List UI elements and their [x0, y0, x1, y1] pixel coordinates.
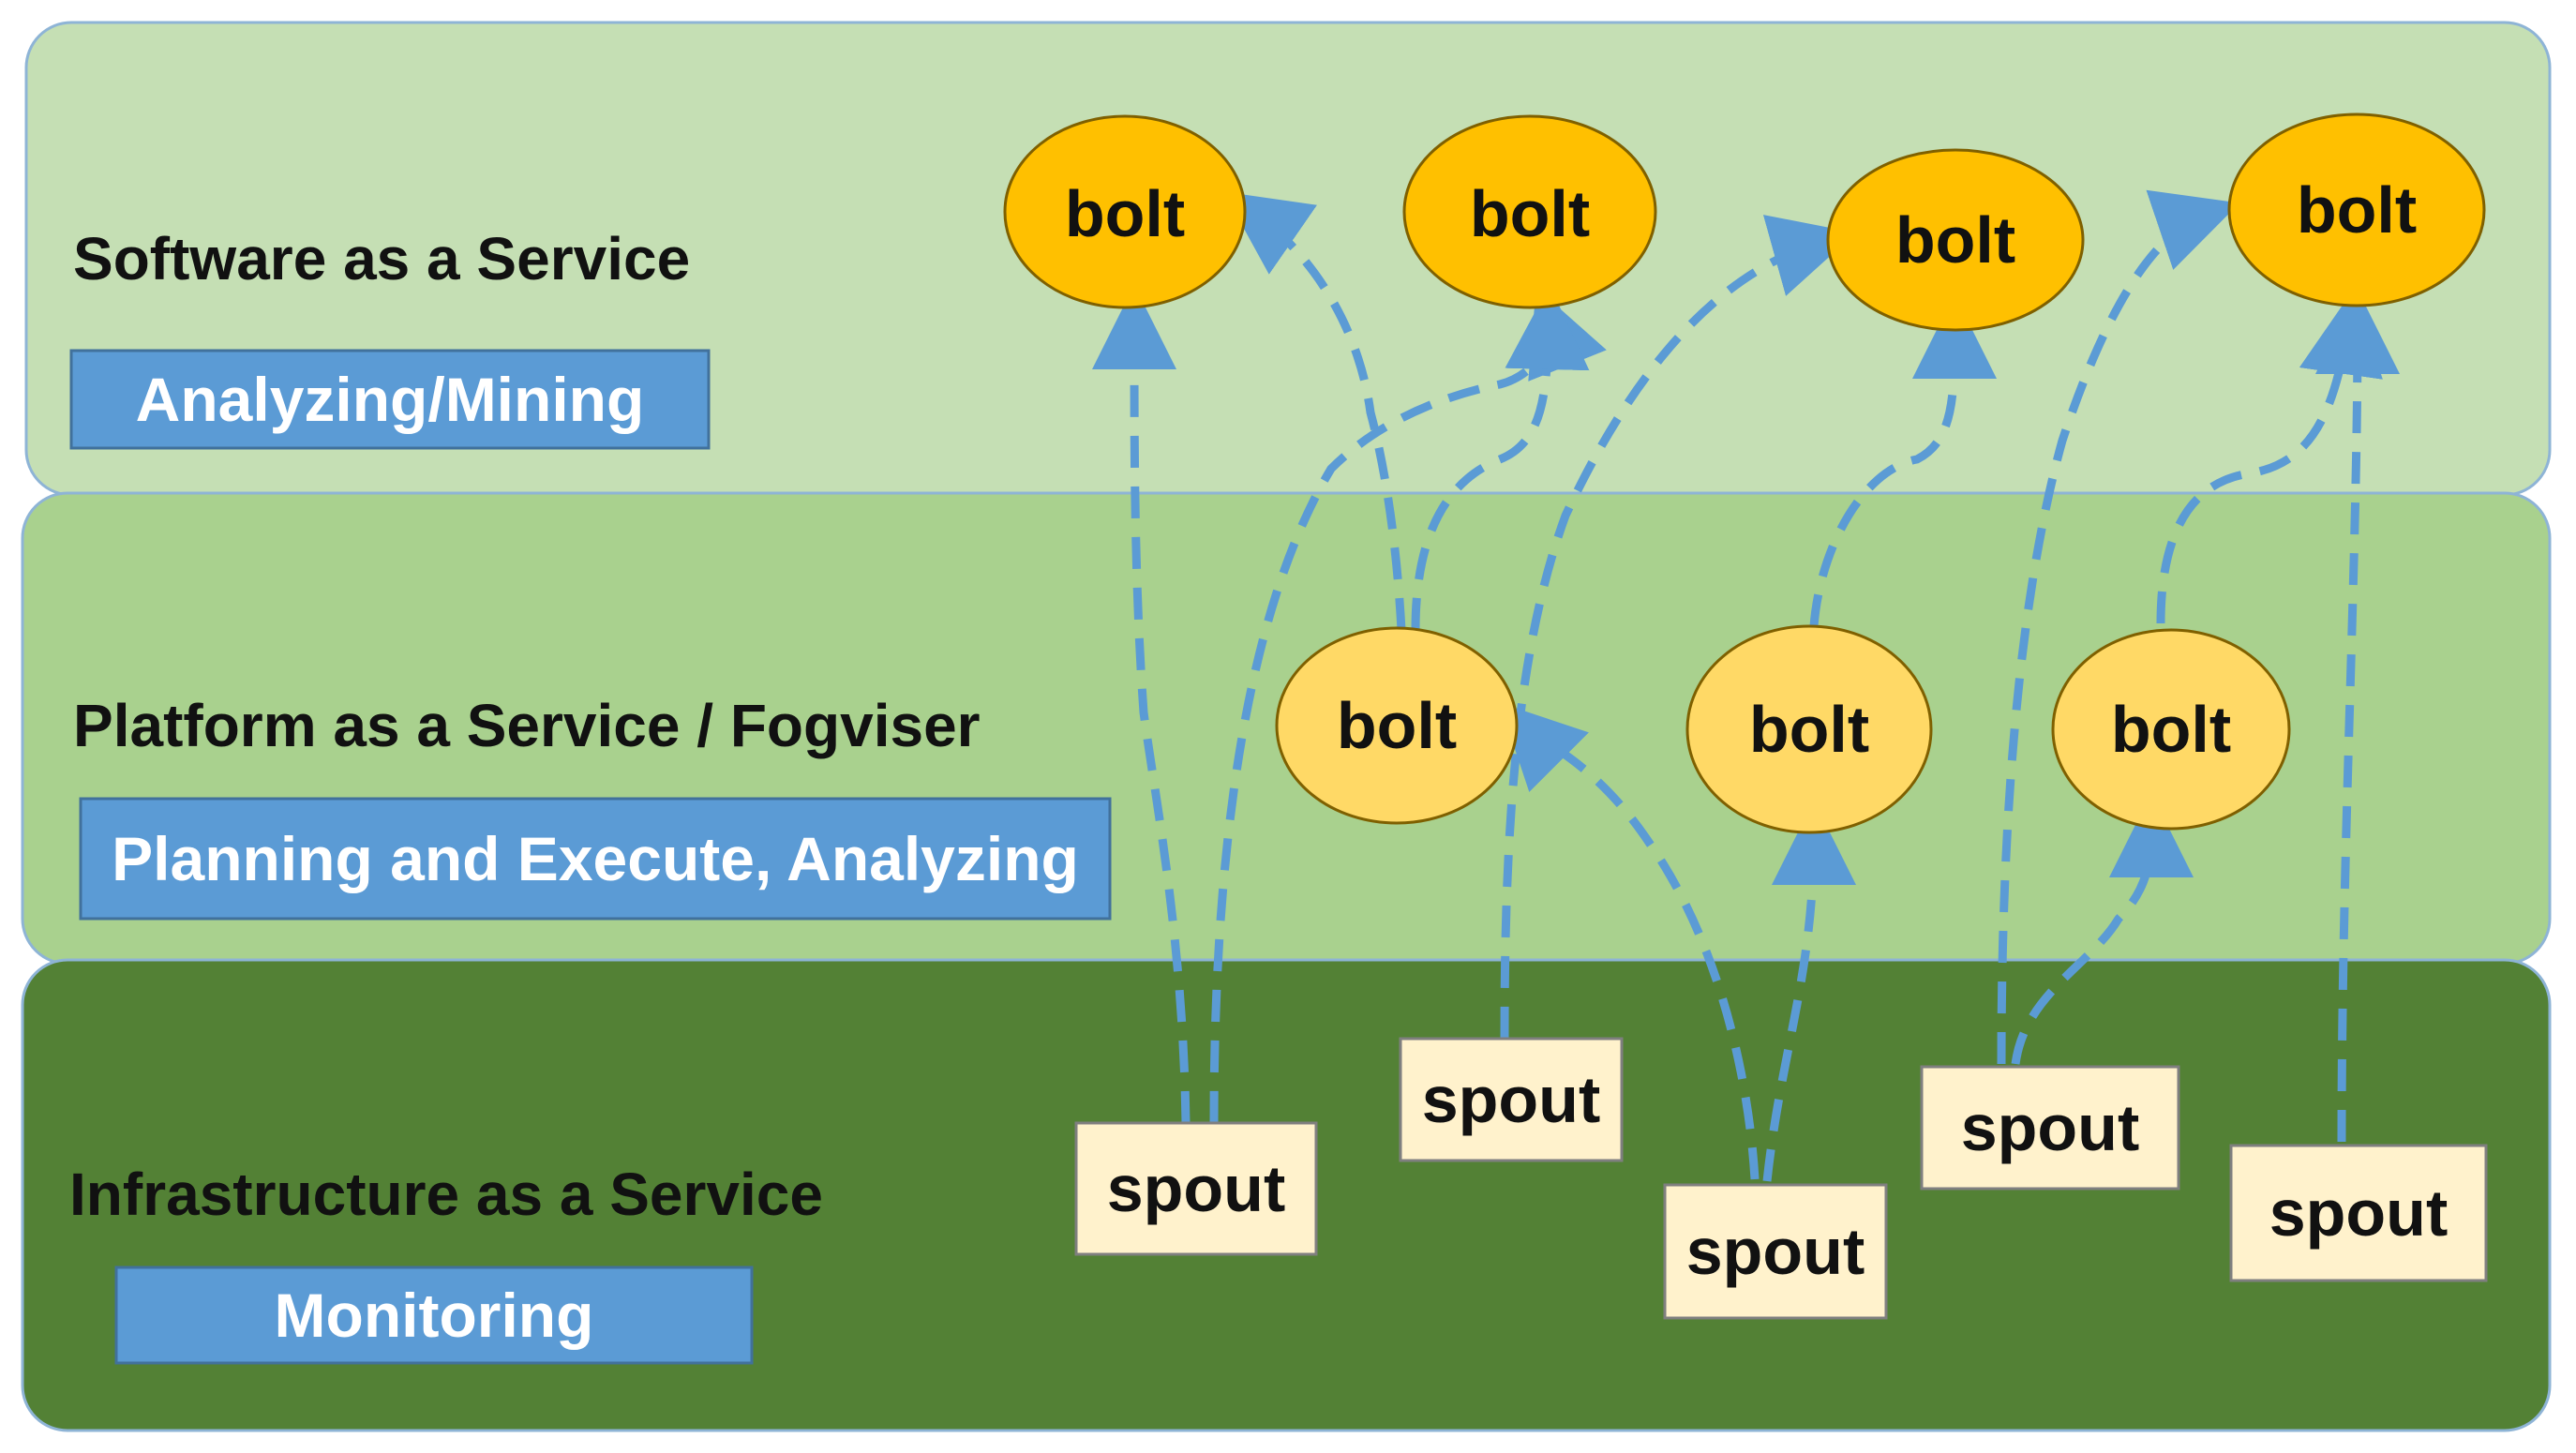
paas-bolt-3: bolt — [2051, 628, 2291, 831]
arrow-spout4-to-saas-bolt4 — [1997, 189, 2240, 1065]
spout-2-label: spout — [1422, 1063, 1601, 1136]
arrow-paas-bolt3-to-saas-bolt4 — [2156, 290, 2383, 624]
saas-role-box — [69, 349, 711, 450]
saas-bolt-3: bolt — [1826, 148, 2085, 332]
iaas-role-label: Monitoring — [275, 1281, 594, 1350]
paas-role-box — [79, 797, 1112, 921]
spout-3: spout — [1663, 1183, 1888, 1320]
saas-bolt-1-label: bolt — [1065, 177, 1185, 250]
spout-3-label: spout — [1686, 1215, 1865, 1288]
spout-5: spout — [2229, 1144, 2488, 1282]
dataflow-arrows — [1092, 189, 2400, 1182]
arrow-spout4-to-paas-bolt3 — [2011, 793, 2194, 1065]
arrow-spout5-to-saas-bolt4 — [2314, 290, 2400, 1143]
saas-bolt-4: bolt — [2227, 112, 2486, 307]
saas-bolt-3-label: bolt — [1895, 203, 2015, 277]
spout-5-label: spout — [2269, 1176, 2449, 1250]
saas-bolt-2-label: bolt — [1470, 177, 1590, 250]
saas-bolt-4-label: bolt — [2297, 173, 2417, 247]
spout-1: spout — [1074, 1121, 1318, 1256]
arrow-paas-bolt1-to-saas-bolt1 — [1223, 191, 1406, 631]
spout-2: spout — [1399, 1037, 1624, 1162]
arrow-paas-bolt2-to-saas-bolt3 — [1809, 294, 1997, 627]
paas-bolt-1-label: bolt — [1337, 689, 1457, 762]
spout-4: spout — [1920, 1065, 2180, 1191]
arrow-spout1-to-saas-bolt2 — [1209, 287, 1607, 1124]
saas-role-label: Analyzing/Mining — [136, 365, 645, 434]
arrow-spout2-to-saas-bolt3 — [1500, 215, 1856, 1040]
iaas-role-box — [114, 1266, 754, 1365]
paas-role-label: Planning and Execute, Analyzing — [112, 824, 1079, 893]
arrow-paas-bolt1-to-saas-bolt2 — [1411, 285, 1590, 631]
arrow-spout3-to-paas-bolt1 — [1499, 702, 1760, 1180]
saas-layer-title: Software as a Service — [73, 225, 690, 292]
arrow-spout3-to-paas-bolt2 — [1762, 801, 1856, 1182]
paas-bolt-1: bolt — [1275, 626, 1519, 825]
paas-bolt-3-label: bolt — [2111, 693, 2231, 766]
arrow-spout1-to-saas-bolt1 — [1092, 285, 1191, 1124]
paas-bolt-2: bolt — [1685, 624, 1933, 834]
saas-bolt-1: bolt — [1003, 114, 1247, 309]
paas-bolt-2-label: bolt — [1749, 693, 1869, 766]
iaas-layer-title: Infrastructure as a Service — [69, 1161, 823, 1228]
spout-4-label: spout — [1961, 1091, 2140, 1164]
spout-1-label: spout — [1107, 1152, 1286, 1225]
saas-bolt-2: bolt — [1402, 114, 1657, 309]
paas-layer-title: Platform as a Service / Fogviser — [73, 692, 981, 759]
